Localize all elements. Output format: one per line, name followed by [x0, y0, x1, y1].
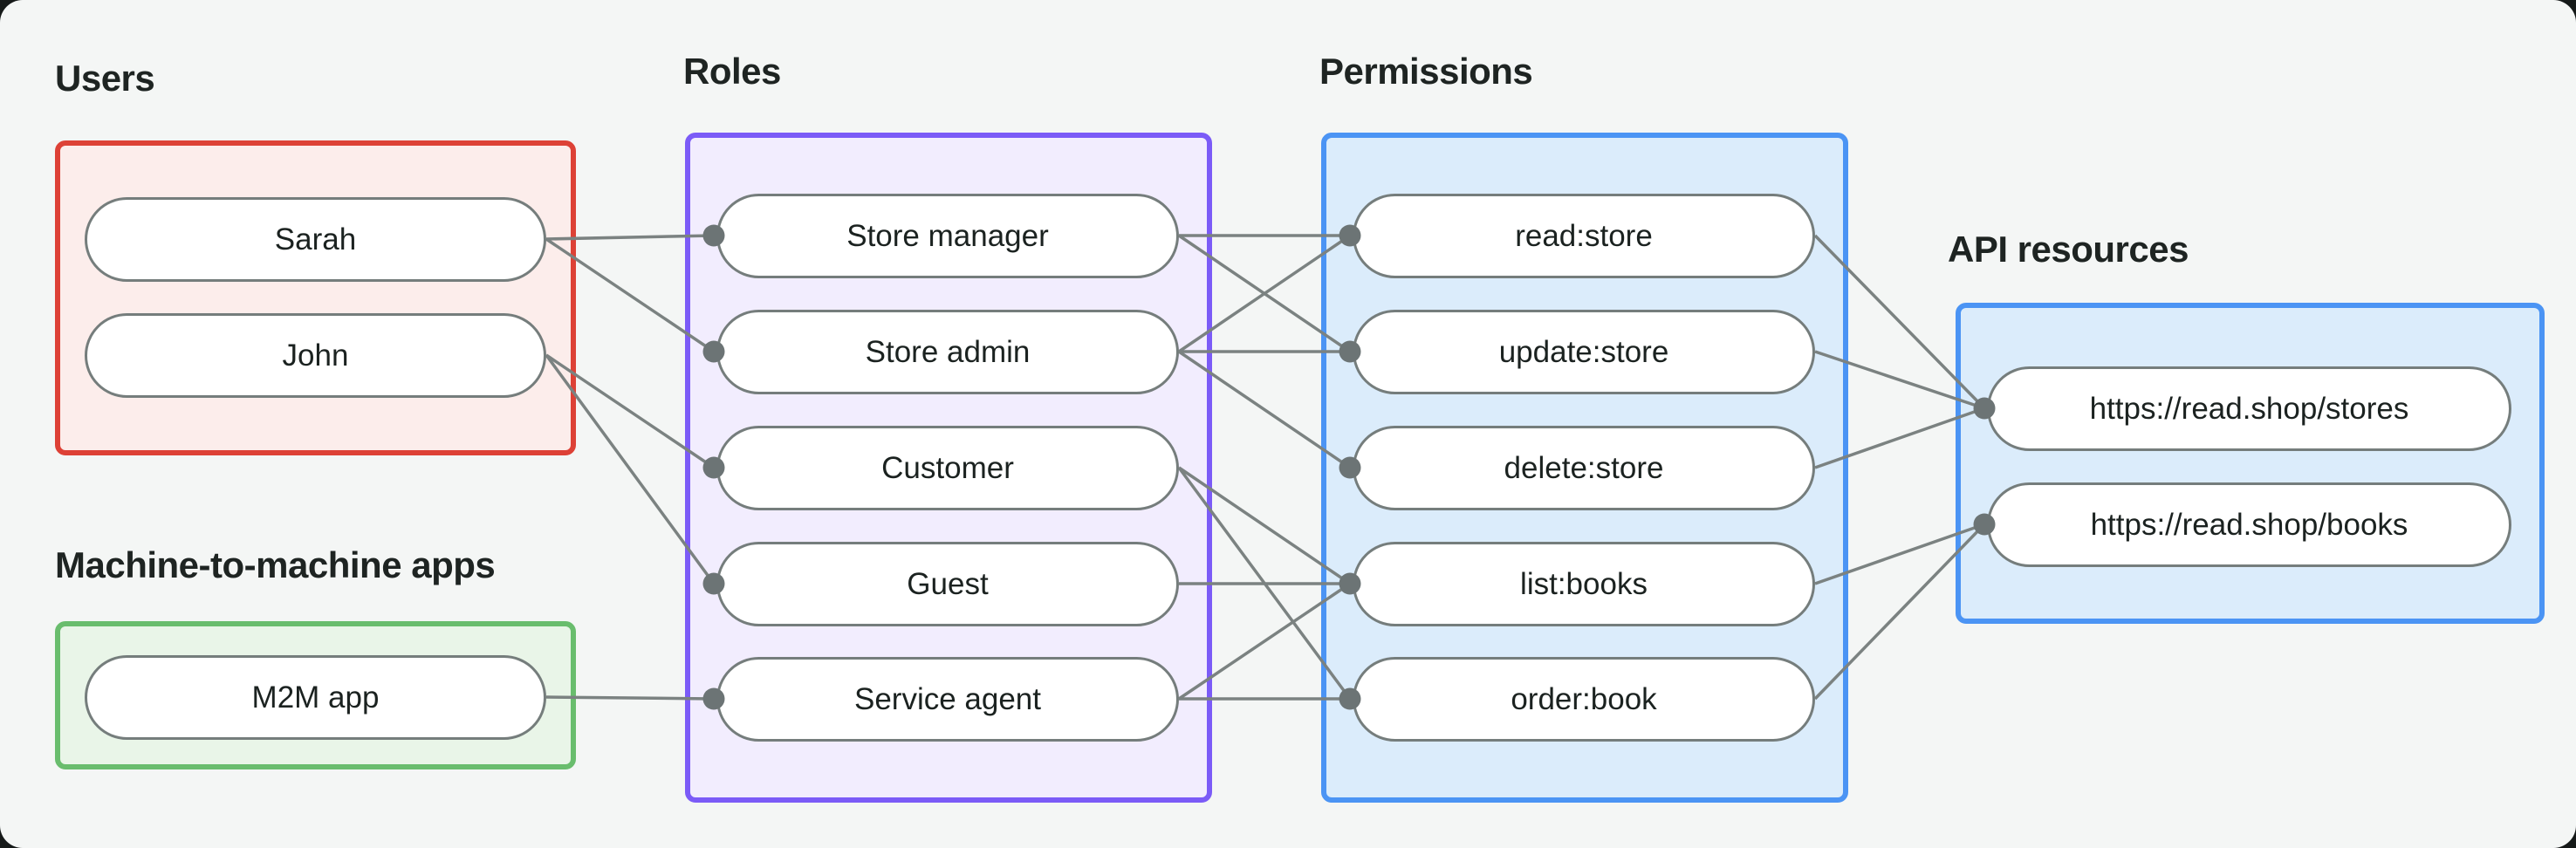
permissions-group-label: Permissions	[1319, 51, 1533, 92]
api-resources-group-label: API resources	[1948, 229, 2189, 270]
users-group-box	[55, 140, 576, 455]
node-guest: Guest	[716, 542, 1179, 626]
node-stores-resource: https://read.shop/stores	[1987, 366, 2511, 451]
node-store-manager: Store manager	[716, 194, 1179, 278]
node-customer: Customer	[716, 426, 1179, 510]
node-list-books: list:books	[1353, 542, 1815, 626]
node-sarah: Sarah	[85, 197, 546, 282]
node-read-store: read:store	[1353, 194, 1815, 278]
node-m2m-app: M2M app	[85, 655, 546, 740]
node-store-admin: Store admin	[716, 310, 1179, 394]
users-group-label: Users	[55, 58, 155, 99]
api-resources-group-box	[1956, 303, 2545, 624]
node-delete-store: delete:store	[1353, 426, 1815, 510]
node-service-agent: Service agent	[716, 657, 1179, 742]
node-update-store: update:store	[1353, 310, 1815, 394]
node-john: John	[85, 313, 546, 398]
node-books-resource: https://read.shop/books	[1987, 482, 2511, 567]
roles-group-label: Roles	[683, 51, 781, 92]
machine-to-machine-group-label: Machine-to-machine apps	[55, 544, 496, 585]
node-order-book: order:book	[1353, 657, 1815, 742]
